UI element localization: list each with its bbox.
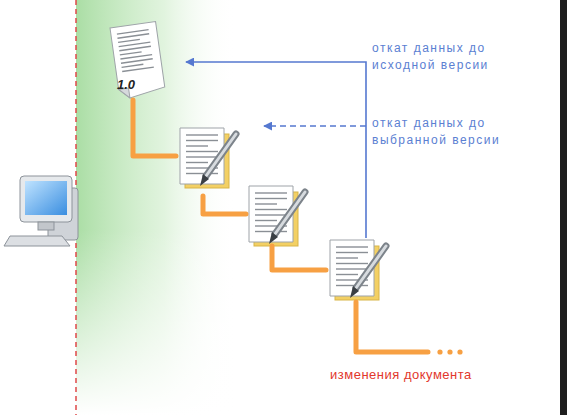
frame-edge — [560, 0, 567, 415]
version-number: 1.0 — [117, 76, 157, 95]
continuation-dot — [447, 349, 452, 354]
rollback-label: откат данных до выбранной версии — [372, 115, 522, 150]
continuation-dot — [457, 349, 462, 354]
document-icon — [180, 128, 236, 188]
history-line — [356, 302, 428, 352]
rollback-label: откат данных до исходной версии — [372, 40, 522, 75]
document-icon — [110, 22, 166, 100]
history-line — [272, 246, 326, 270]
rollback-arrow — [264, 125, 366, 127]
history-line — [203, 196, 246, 214]
document-icon — [249, 186, 305, 246]
document-icon — [330, 240, 386, 300]
rollback-arrow — [186, 62, 366, 238]
continuation-dot — [437, 349, 442, 354]
history-line — [133, 100, 176, 156]
computer-icon — [4, 176, 78, 246]
green-fade — [76, 230, 246, 415]
changes-label: изменения документа — [330, 366, 550, 385]
